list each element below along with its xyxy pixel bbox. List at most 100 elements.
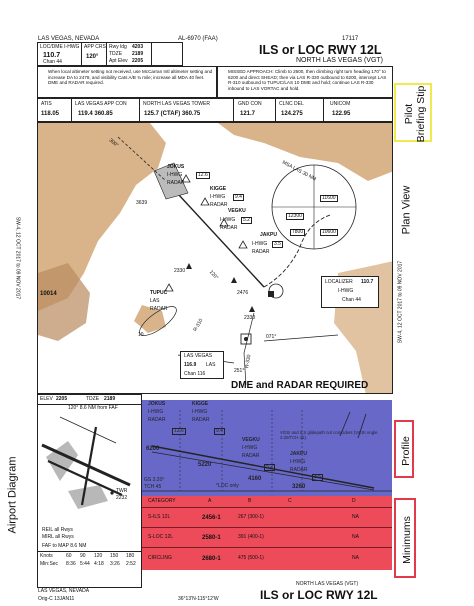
profile-tch: TCH 45	[144, 484, 162, 490]
elev-3: 2476	[237, 290, 249, 296]
terrain-north	[218, 123, 392, 181]
briefing-freq-row: ATIS 118.05 LAS VEGAS APP CON 119.4 360.…	[37, 98, 393, 122]
freq-label-twr: NORTH LAS VEGAS TOWER	[143, 101, 210, 107]
radial-071	[263, 334, 339, 342]
speed-knots-60: 60	[66, 553, 72, 559]
min-header-b: B	[248, 498, 252, 504]
requirement-label: DME and RADAR REQUIRED	[231, 380, 369, 391]
freq-label-unicom: UNICOM	[330, 101, 351, 107]
minimums-annotation: Minimums	[394, 498, 416, 578]
missed-approach-path	[263, 214, 331, 288]
fix-id-jokus: I-HWG	[167, 172, 183, 178]
freq-value-atis: 118.05	[41, 111, 60, 117]
profile-radar-kigge: RADAR	[192, 417, 210, 423]
fix-name-kigge: KIGGE	[210, 186, 227, 192]
speed-knots-90: 90	[80, 553, 86, 559]
feeder-route	[117, 136, 167, 182]
freq-label-clnc: CLNC DEL	[279, 101, 304, 107]
app-crs-label: APP CRS	[84, 44, 106, 50]
app-crs: 120°	[86, 54, 99, 60]
speed-time-180: 2:52	[126, 561, 136, 567]
min-row-hat: 267 (300-1)	[238, 514, 264, 520]
profile-alt-2: 5220	[198, 462, 212, 468]
ad-reil: REIL all Rwys	[42, 527, 73, 533]
apt-elev: 2205	[132, 58, 144, 64]
terrain-west-dark	[38, 263, 90, 341]
localizer-box-chan: Chan 44	[342, 297, 361, 303]
fix-radar-jokus: RADAR	[167, 180, 185, 186]
localizer-box: LOCALIZER 110.7 I-HWG Chan 44	[321, 276, 379, 308]
freq-value-unicom: 122.95	[332, 111, 351, 117]
min-row-value: 2680-1	[202, 556, 221, 562]
fix-kigge	[200, 197, 210, 206]
side-date-left: SW-4, 12 OCT 2017 to 09 NOV 2017	[14, 216, 21, 300]
footer-orig: Orig-C 13JAN11	[38, 596, 75, 602]
msa-alt-4: 10600	[320, 229, 338, 236]
runway-12r	[47, 460, 123, 496]
tdze-label: TDZE	[109, 51, 123, 57]
vortac-freq: 116.9	[184, 362, 197, 368]
profile-alt-3: 4160	[248, 476, 262, 482]
airport-symbol	[268, 283, 284, 299]
airport-diagram: ELEV 2205 TDZE 2189 120° 8.6 NM from FAF…	[37, 394, 142, 588]
vortac-box: LAS VEGAS 116.9 LAS Chan 116	[180, 351, 224, 379]
apt-elev-label: Apt Elev	[109, 58, 128, 64]
ad-elev: 2205	[56, 396, 68, 402]
fix-name-tupuc: TUPUC	[150, 290, 168, 296]
fix-name-jokus: JOKUS	[167, 164, 185, 170]
loc-freq: 110.7	[43, 52, 61, 59]
freq-label-app: LAS VEGAS APP CON	[75, 101, 127, 107]
speed-table: Knots 60 90 120 150 180 Min:Sec 8:36 5:4…	[38, 551, 141, 569]
msa-alt-1: 12300	[286, 213, 304, 220]
minimums-row: S-LOC 12L 2580-1 391 (400-1) NA	[142, 528, 392, 548]
ad-tdze-label: TDZE	[86, 396, 100, 402]
profile-annotation-label: Profile	[399, 436, 412, 466]
profile-id-jakpu: I-HWG	[290, 459, 306, 465]
speed-header-knots: Knots	[40, 553, 53, 559]
freq-value-clnc: 124.275	[281, 111, 303, 117]
holding-pattern	[139, 306, 177, 336]
ad-faf-note: 120° 8.6 NM from FAF	[68, 405, 118, 411]
loc-descent-line	[151, 451, 375, 491]
airport-diagram-annotation: Airport Diagram	[6, 456, 19, 534]
fix-id-kigge: I-HWG	[210, 194, 226, 200]
freq-value-gnd: 121.7	[240, 111, 256, 117]
min-row-value: 2456-1	[202, 515, 221, 521]
profile-dist-2: 9.4	[214, 428, 225, 435]
fix-tupuc	[164, 283, 174, 292]
ad-elev-label: ELEV	[40, 396, 53, 402]
elev-2: 2330	[174, 268, 186, 274]
fix-name-vegku: VEGKU	[228, 208, 246, 214]
fix-radar-kigge: RADAR	[210, 202, 228, 208]
plan-view: 300° JOKUS I-HWG 12.6 RADAR KIGGE I-HWG …	[37, 122, 393, 394]
radial-071-label: 071°	[266, 334, 277, 340]
profile-radar-jokus: RADAR	[148, 417, 166, 423]
tower-symbol	[110, 491, 114, 495]
speed-time-60: 8:36	[66, 561, 76, 567]
glidepath-line	[151, 445, 375, 489]
missed-climb-arrow	[339, 411, 351, 437]
msa-alt-3: 7800	[290, 229, 306, 236]
footer-airport: NORTH LAS VEGAS (VGT)	[296, 581, 359, 587]
minimums-header-row: CATEGORY A B C D	[142, 496, 392, 508]
header-airport: NORTH LAS VEGAS (VGT)	[296, 57, 383, 64]
ad-mirl: MIRL all Rwys	[42, 534, 74, 540]
profile-dist-1: 12.6	[172, 428, 186, 435]
airport-runways	[41, 416, 131, 509]
profile-fix-jokus: JOKUS	[148, 401, 166, 407]
vortac-name: LAS VEGAS	[184, 353, 213, 359]
radial-251-label: 251°	[234, 368, 245, 374]
minimums-annotation-label: Minimums	[400, 516, 413, 564]
min-row-name: CIRCLING	[148, 555, 172, 561]
loc-label: LOC/DME I-HWG	[40, 44, 80, 50]
freq-value-twr: 125.7 (CTAF) 360.75	[144, 111, 201, 117]
obstacle-3	[249, 306, 255, 312]
dist-jakpu: 3.5	[272, 241, 283, 248]
localizer-box-label: LOCALIZER	[325, 279, 353, 285]
radial-330	[243, 312, 255, 386]
rwy-ldg-label: Rwy ldg	[109, 44, 127, 50]
fix-radar-jakpu: RADAR	[252, 249, 270, 255]
plan-view-annotation: Plan View	[400, 185, 413, 235]
terrain-west	[38, 123, 166, 311]
missed-climb-arrow-2	[357, 413, 367, 439]
